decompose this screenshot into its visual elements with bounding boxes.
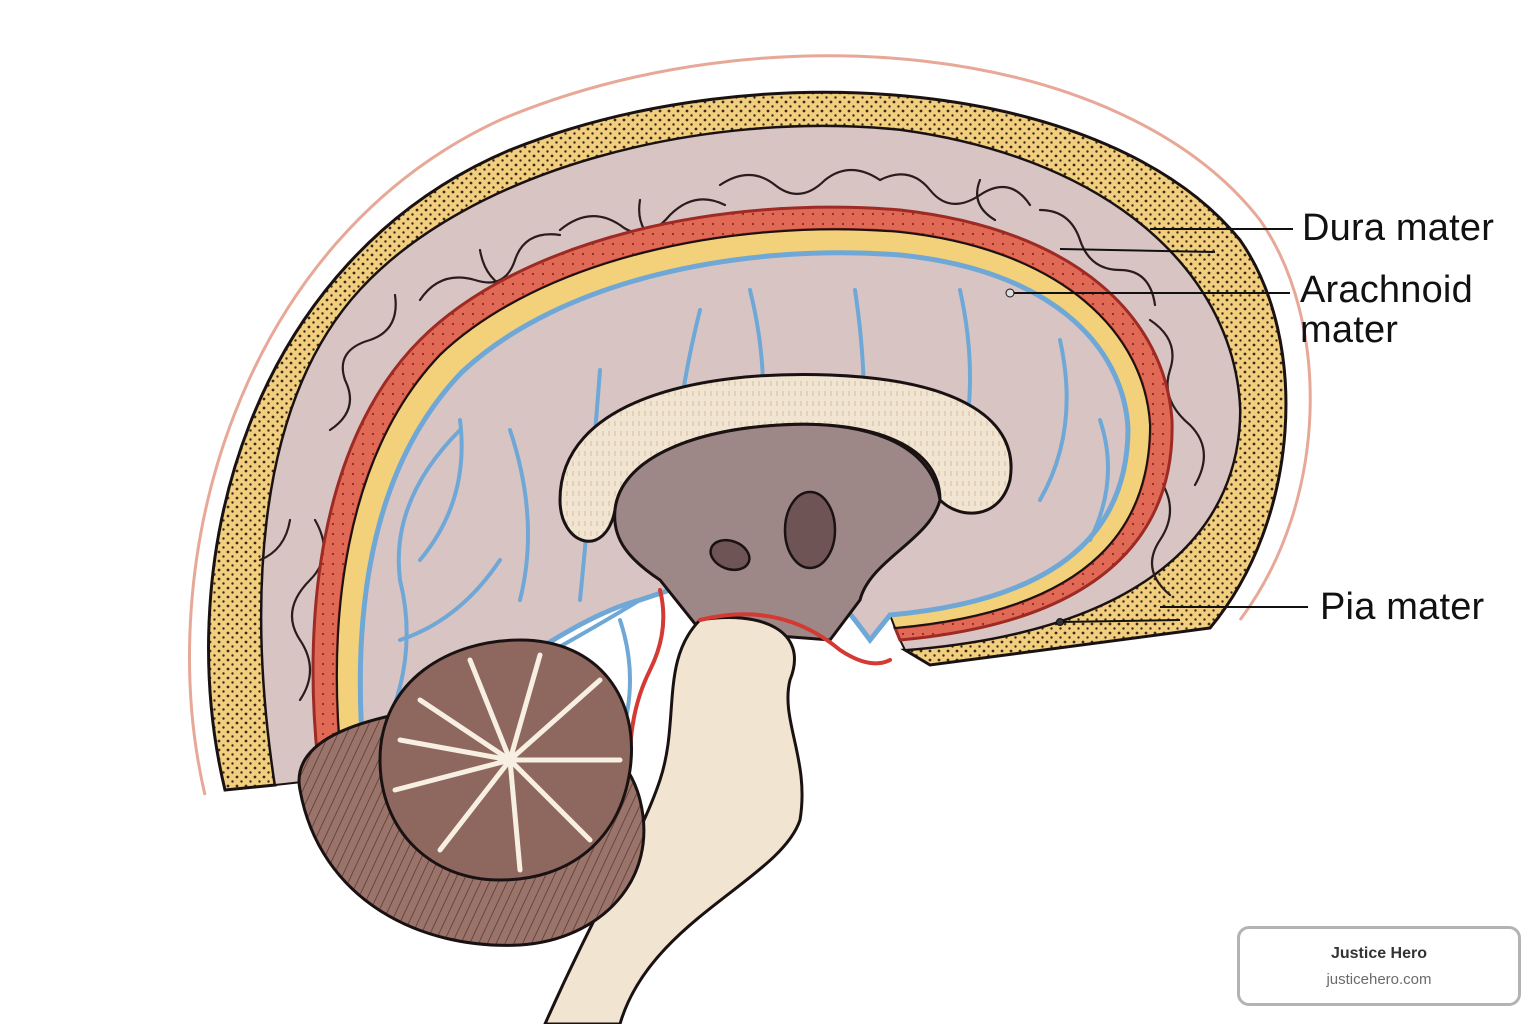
arteries <box>628 588 892 762</box>
dura-leader-line-2 <box>1059 248 1216 253</box>
label-arachnoid-line-1: Arachnoid <box>1300 269 1473 311</box>
watermark-card: Justice Hero justicehero.com <box>1237 926 1521 1006</box>
watermark-url: justicehero.com <box>1326 971 1432 988</box>
pia-pointer-dot <box>1056 618 1064 626</box>
brainstem <box>543 616 804 1024</box>
arachnoid-pointer-dot <box>1005 288 1015 298</box>
lateral-ventricle <box>783 490 837 570</box>
label-arachnoid-mater: Arachnoid mater <box>1300 270 1473 350</box>
watermark-title: Justice Hero <box>1330 945 1428 962</box>
skull-outline <box>188 54 1312 796</box>
thalamus <box>613 422 942 642</box>
label-dura-mater: Dura mater <box>1302 207 1495 249</box>
third-ventricle <box>709 538 751 572</box>
arbor-vitae <box>392 652 623 873</box>
pia-leader-line-2 <box>1059 619 1181 623</box>
label-arachnoid-line-2: mater <box>1300 309 1399 351</box>
label-pia-mater: Pia mater <box>1320 586 1485 628</box>
leader-lines <box>1010 228 1308 623</box>
